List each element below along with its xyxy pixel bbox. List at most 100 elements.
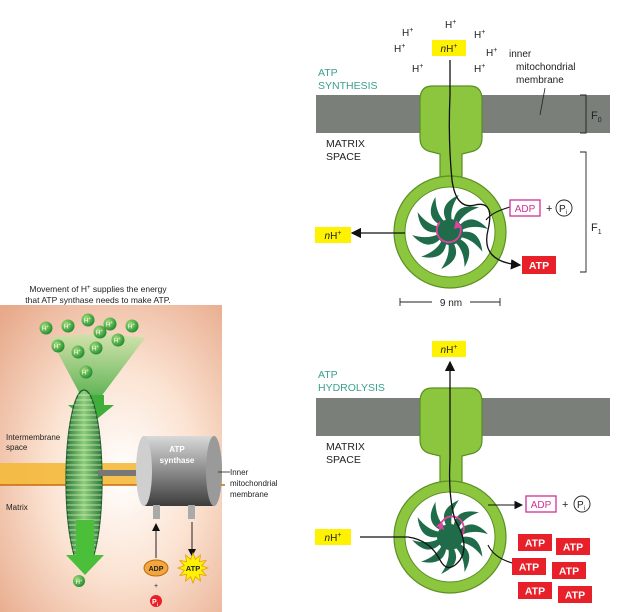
proton-label: H+ [474, 63, 485, 75]
adp-oval [143, 559, 169, 577]
hydrolysis-f0-stalk [419, 387, 483, 485]
rotor-blade [441, 548, 457, 574]
rotor-hub [437, 524, 463, 550]
scale-label: 9 nm [440, 298, 462, 309]
proton-ball: H+ [51, 339, 65, 353]
svg-text:ATP: ATP [563, 542, 583, 554]
synthesis-f0-stalk [419, 85, 483, 181]
svg-text:H+: H+ [84, 316, 92, 325]
rotor-blade [421, 240, 447, 258]
scale-label-bg [432, 296, 470, 308]
rotor-blade [443, 195, 459, 221]
hydrolysis-pi-label: Pi [577, 500, 585, 512]
hydrolysis-atp-pile: ATP ATP ATP ATP ATP ATP [512, 534, 592, 603]
hydrolysis-title-1: ATP [318, 369, 338, 381]
hydrolysis-nh-in-box [315, 529, 351, 545]
synthesis-panel: ATP SYNTHESIS MATRIX SPACE H+H+H+H+H+H+H… [315, 19, 610, 309]
svg-text:H+: H+ [96, 328, 104, 337]
svg-text:ATP: ATP [525, 538, 545, 550]
svg-text:ATP: ATP [525, 586, 545, 598]
svg-text:H+: H+ [92, 344, 100, 353]
pi-circle [150, 595, 162, 607]
rotor-blade [459, 219, 488, 230]
synthesis-atp-box [522, 256, 556, 274]
proton-label: H+ [486, 47, 497, 59]
rotor-blade [459, 524, 488, 535]
rotor-blade [455, 239, 470, 268]
atp-box: ATP [552, 562, 586, 579]
synthesis-nh-out-box [315, 227, 351, 243]
rotor-blade [441, 243, 457, 269]
svg-text:H+: H+ [54, 342, 62, 351]
proton-label: H+ [474, 29, 485, 41]
hydrolysis-adp-box [525, 495, 557, 513]
proton-ball: H+ [125, 319, 139, 333]
svg-text:ATP: ATP [565, 590, 585, 602]
synthesis-adp-label: ADP [515, 204, 536, 215]
synthesis-inner-label-2: mitochondrial [516, 62, 575, 73]
hydrolysis-panel: ATP HYDROLYSIS MATRIX SPACE nH+ nH+ ADP … [315, 341, 610, 603]
atp-box: ATP [518, 582, 552, 599]
f0-bracket [580, 94, 587, 134]
axle [98, 470, 148, 476]
f1-bracket [580, 151, 587, 273]
synthesis-pi-label: Pi [559, 204, 567, 216]
svg-text:ATP: ATP [519, 562, 539, 574]
svg-text:H+: H+ [106, 320, 114, 329]
rotor-blade [417, 517, 440, 538]
synthesis-atp-label: ATP [529, 260, 549, 272]
atp-box: ATP [512, 558, 546, 575]
left-caption-line2: that ATP synthase needs to make ATP. [25, 295, 170, 305]
inner-membrane-label-2: mitochondrial [230, 479, 278, 488]
synthesis-inner-pointer [539, 87, 546, 116]
atp-box: ATP [556, 538, 590, 555]
rotor-blade [453, 206, 479, 224]
synthesis-title-2: SYNTHESIS [318, 80, 378, 92]
synthase-label-line1: ATP [169, 445, 185, 454]
svg-text:H+: H+ [114, 336, 122, 345]
rotor-blade [460, 536, 483, 557]
intermembrane-label-2: space [6, 443, 28, 452]
synthesis-nh-in-label: nH+ [441, 43, 458, 55]
rotor-blade [417, 212, 440, 233]
matrix-label: Matrix [6, 503, 28, 512]
proton-ball: H+ [89, 341, 103, 355]
pi-label: Pi [152, 599, 158, 607]
proton-ball: H+ [79, 365, 93, 379]
left-panel: Movement of H+ supplies the energy that … [0, 284, 278, 612]
hydrolysis-nh-in-label: nH+ [325, 532, 342, 544]
adp-label: ADP [149, 566, 164, 573]
proton-label: H+ [445, 19, 456, 31]
synthase-cylinder [136, 436, 222, 519]
left-caption-line1: Movement of H+ supplies the energy [29, 284, 167, 294]
hydrolysis-nh-out-box [432, 341, 466, 357]
adp-plus: + [154, 583, 158, 590]
synthesis-rotation-arrow [435, 221, 462, 244]
atp-box: ATP [558, 586, 592, 603]
proton-label: H+ [402, 27, 413, 39]
proton-ball: H+ [103, 317, 117, 331]
synthesis-matrix-1: MATRIX [326, 138, 365, 150]
hydrolysis-matrix-2: SPACE [326, 454, 361, 466]
rotor-hub [437, 219, 463, 245]
svg-text:H+: H+ [82, 368, 90, 377]
proton-ball: H+ [111, 333, 125, 347]
synthesis-proton-labels: H+H+H+H+H+H+H+ [394, 19, 497, 75]
proton-ball: H+ [93, 325, 107, 339]
svg-text:H+: H+ [128, 322, 136, 331]
synthase-label-line2: synthase [160, 456, 195, 465]
svg-text:H+: H+ [74, 348, 82, 357]
hydrolysis-adp-label: ADP [531, 500, 552, 511]
atp-label-left: ATP [186, 564, 200, 573]
synthesis-nh-in-box [432, 40, 466, 56]
svg-text:H+: H+ [64, 322, 72, 331]
f0-label: F0 [591, 110, 602, 124]
exit-proton-label: H+ [76, 578, 83, 586]
hydrolysis-proton-path [360, 360, 465, 569]
inner-membrane-label-3: membrane [230, 490, 269, 499]
rotor-blade [412, 234, 441, 245]
proton-down-arrow-bottom [66, 520, 104, 575]
rotor-blade [421, 545, 447, 563]
intermembrane-label-1: Intermembrane [6, 433, 61, 442]
